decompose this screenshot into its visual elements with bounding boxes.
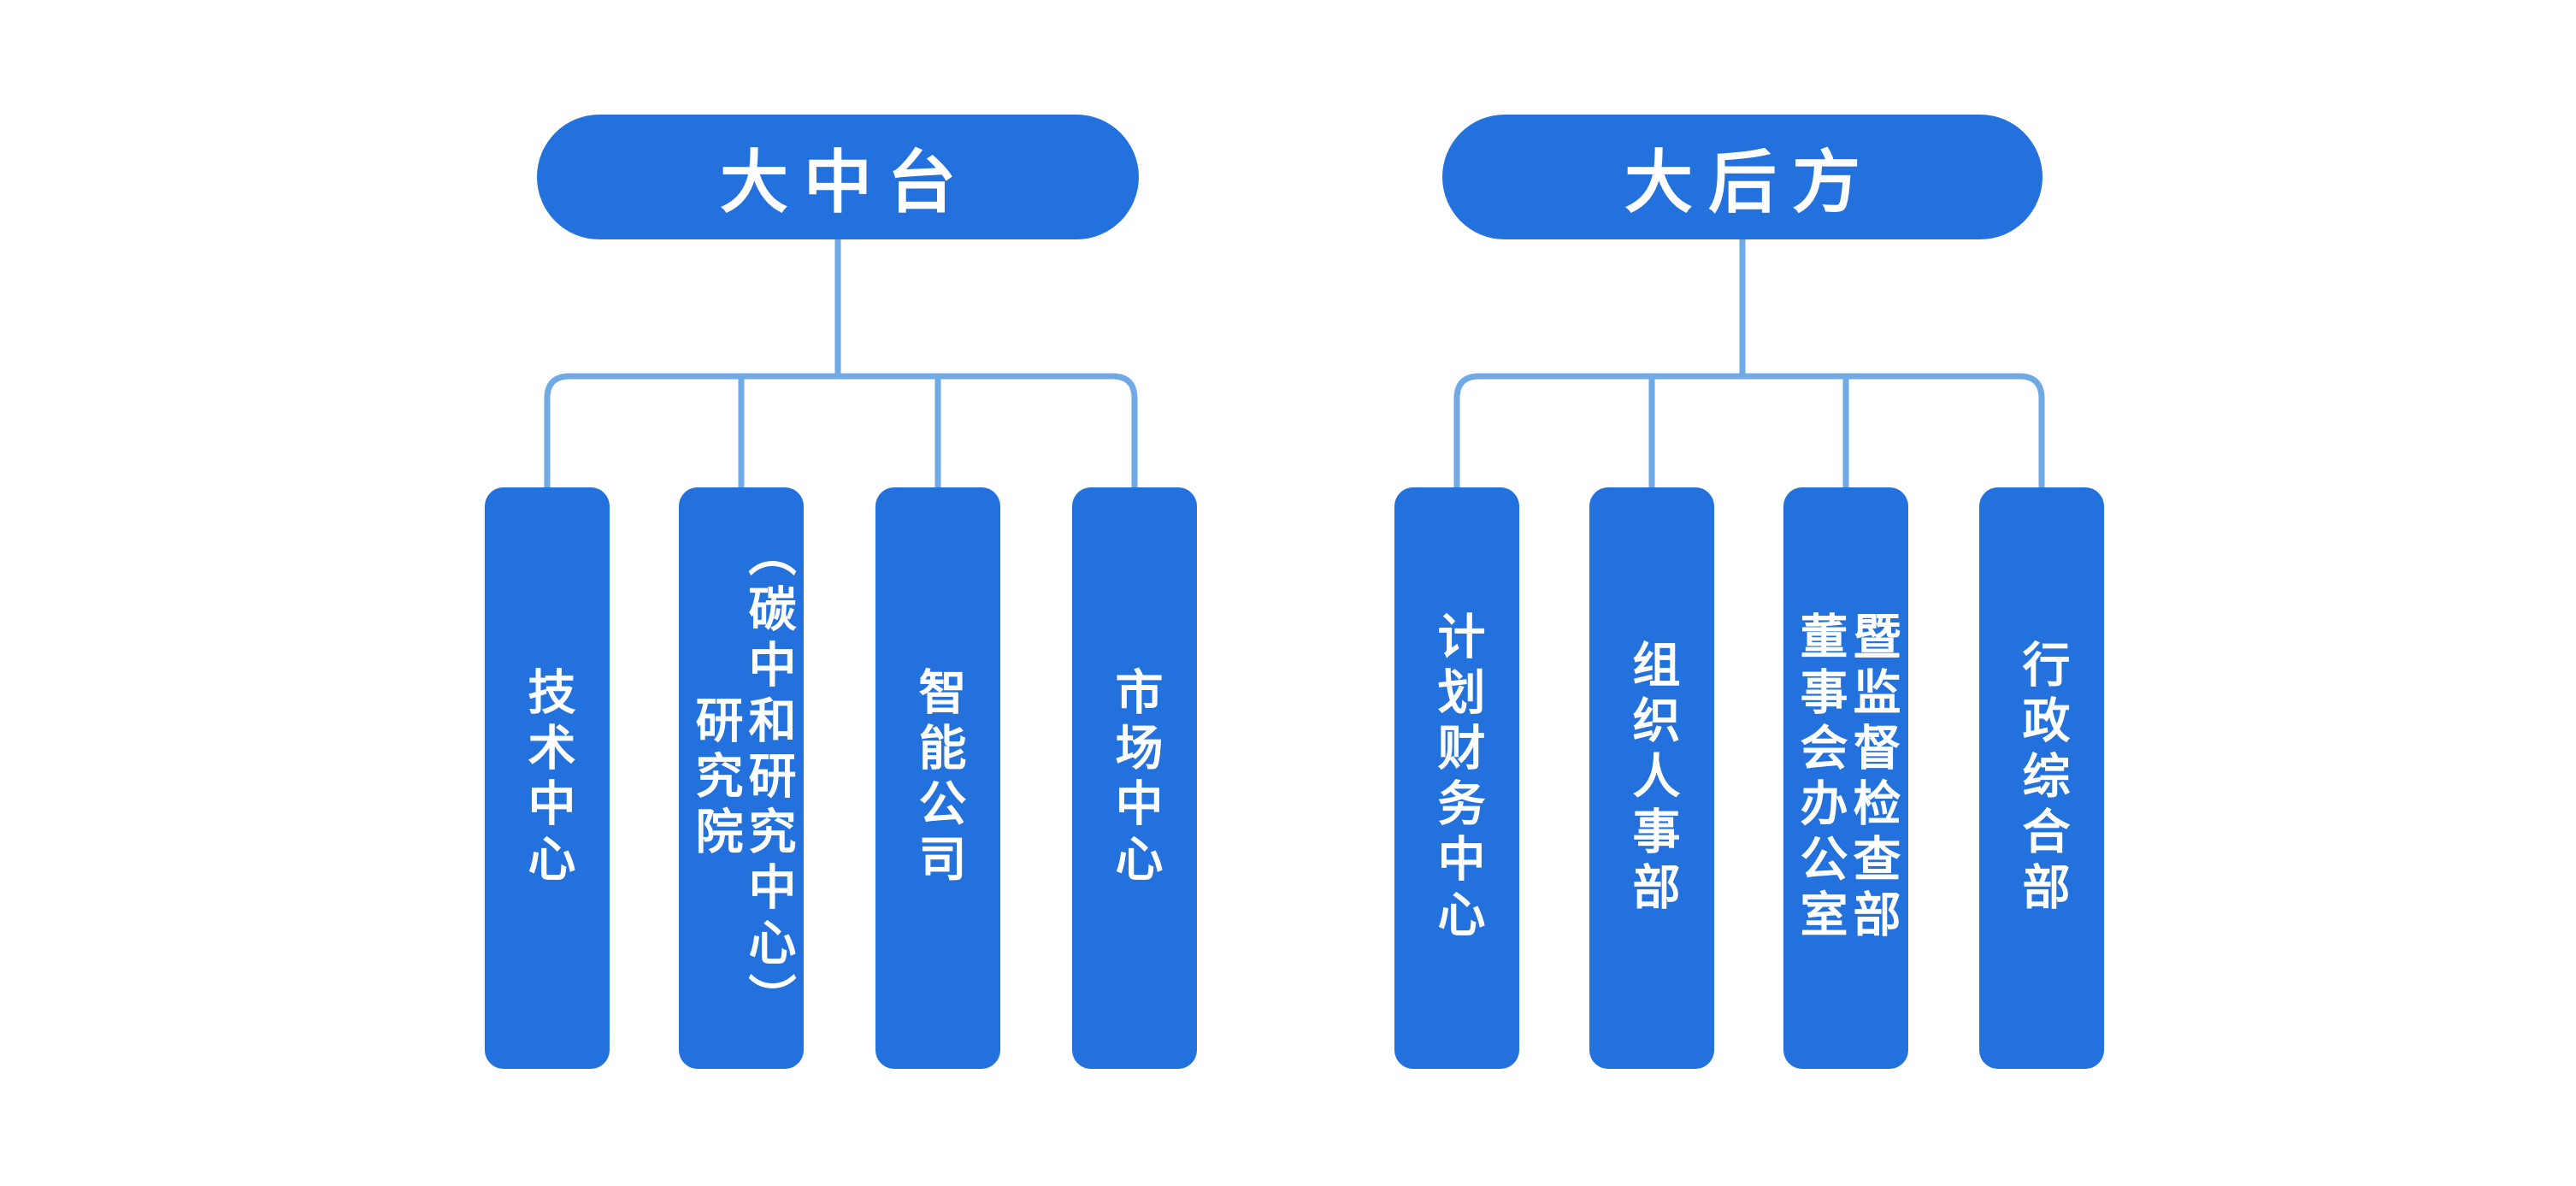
dept-admin-general[interactable]: 行政综合部: [1979, 487, 2104, 1069]
dept-planning-finance-center[interactable]: 计划财务中心: [1394, 487, 1519, 1069]
dept-label: 智能公司: [911, 667, 966, 889]
root-node-label: 大中台: [720, 143, 971, 222]
root-node-label: 大后方: [1624, 143, 1876, 222]
dept-label-line-2: （碳中和研究中心）: [740, 528, 796, 1029]
dept-label-line-1: 研究院: [687, 694, 743, 862]
dept-intelligence-company[interactable]: 智能公司: [875, 487, 1000, 1069]
dept-label: 技术中心: [520, 667, 575, 889]
connector-left-tree: [544, 239, 1138, 492]
root-node-da-zhong-tai[interactable]: 大中台: [537, 115, 1139, 239]
dept-board-office-supervision-inspection[interactable]: 董事会办公室 暨监督检查部: [1783, 487, 1908, 1069]
dept-market-center[interactable]: 市场中心: [1072, 487, 1197, 1069]
dept-label: 行政综合部: [2014, 639, 2070, 918]
root-node-da-hou-fang[interactable]: 大后方: [1442, 115, 2043, 239]
dept-label: 计划财务中心: [1429, 611, 1485, 945]
dept-label-line-2: 暨监督检查部: [1845, 611, 1901, 945]
dept-research-institute-carbon-neutrality[interactable]: 研究院 （碳中和研究中心）: [679, 487, 804, 1069]
dept-label: 市场中心: [1107, 667, 1163, 889]
connector-right-tree: [1453, 239, 2045, 492]
dept-technology-center[interactable]: 技术中心: [485, 487, 610, 1069]
dept-organization-personnel[interactable]: 组织人事部: [1589, 487, 1714, 1069]
dept-label-line-1: 董事会办公室: [1792, 611, 1848, 945]
dept-label: 组织人事部: [1624, 639, 1680, 918]
